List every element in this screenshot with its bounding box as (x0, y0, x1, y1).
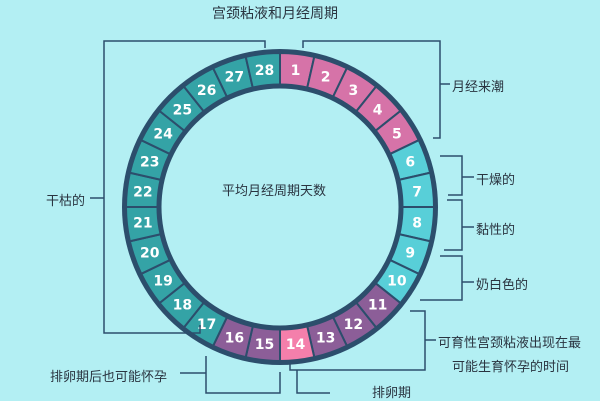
label-dry-late: 干枯的 (46, 194, 86, 209)
day-number-7: 7 (412, 185, 422, 201)
day-number-21: 21 (133, 215, 152, 231)
day-number-22: 22 (133, 185, 152, 201)
day-number-19: 19 (153, 273, 172, 289)
label-sticky: 黏性的 (476, 223, 516, 238)
day-number-28: 28 (255, 63, 274, 79)
day-number-15: 15 (255, 337, 274, 353)
day-number-3: 3 (349, 83, 359, 99)
day-number-4: 4 (373, 102, 383, 118)
label-fertile-line2: 可能生育怀孕的时间 (452, 360, 570, 375)
day-number-17: 17 (197, 317, 216, 333)
diagram-title: 宫颈粘液和月经周期 (212, 6, 338, 22)
day-number-9: 9 (405, 246, 415, 262)
label-after-ovulation: 排卵期后也可能怀孕 (50, 370, 168, 385)
center-label: 平均月经周期天数 (222, 184, 327, 199)
bracket-sticky (444, 199, 463, 251)
label-dry-early: 干燥的 (476, 173, 516, 188)
bracket-dry-late (103, 40, 266, 334)
day-number-16: 16 (225, 330, 244, 346)
ring-inner-circle (156, 83, 404, 331)
day-number-20: 20 (140, 246, 160, 262)
day-number-13: 13 (316, 330, 335, 346)
day-number-2: 2 (321, 70, 331, 86)
label-creamy: 奶白色的 (476, 278, 529, 293)
bracket-ovulation (296, 370, 330, 394)
label-ovulation: 排卵期 (372, 386, 412, 401)
bracket-after-ovulation (205, 356, 281, 394)
bracket-dry-early (440, 155, 463, 196)
day-number-27: 27 (225, 70, 244, 86)
day-number-10: 10 (387, 273, 407, 289)
day-number-25: 25 (173, 102, 192, 118)
day-number-26: 26 (197, 83, 216, 99)
bracket-fertile (289, 310, 426, 371)
day-number-6: 6 (405, 154, 415, 170)
day-number-8: 8 (412, 215, 422, 231)
day-number-12: 12 (344, 317, 363, 333)
day-number-14: 14 (286, 337, 306, 353)
bracket-lines (90, 40, 474, 394)
label-menstruation: 月经来潮 (452, 80, 505, 95)
bracket-creamy (420, 255, 463, 301)
day-number-24: 24 (153, 127, 173, 143)
label-fertile-line1: 可育性宫颈粘液出现在最 (438, 336, 582, 351)
day-number-18: 18 (173, 298, 192, 314)
day-number-23: 23 (140, 154, 159, 170)
bracket-menstruation (302, 40, 441, 139)
day-number-1: 1 (291, 63, 301, 79)
day-number-11: 11 (368, 298, 387, 314)
day-number-5: 5 (392, 127, 402, 143)
